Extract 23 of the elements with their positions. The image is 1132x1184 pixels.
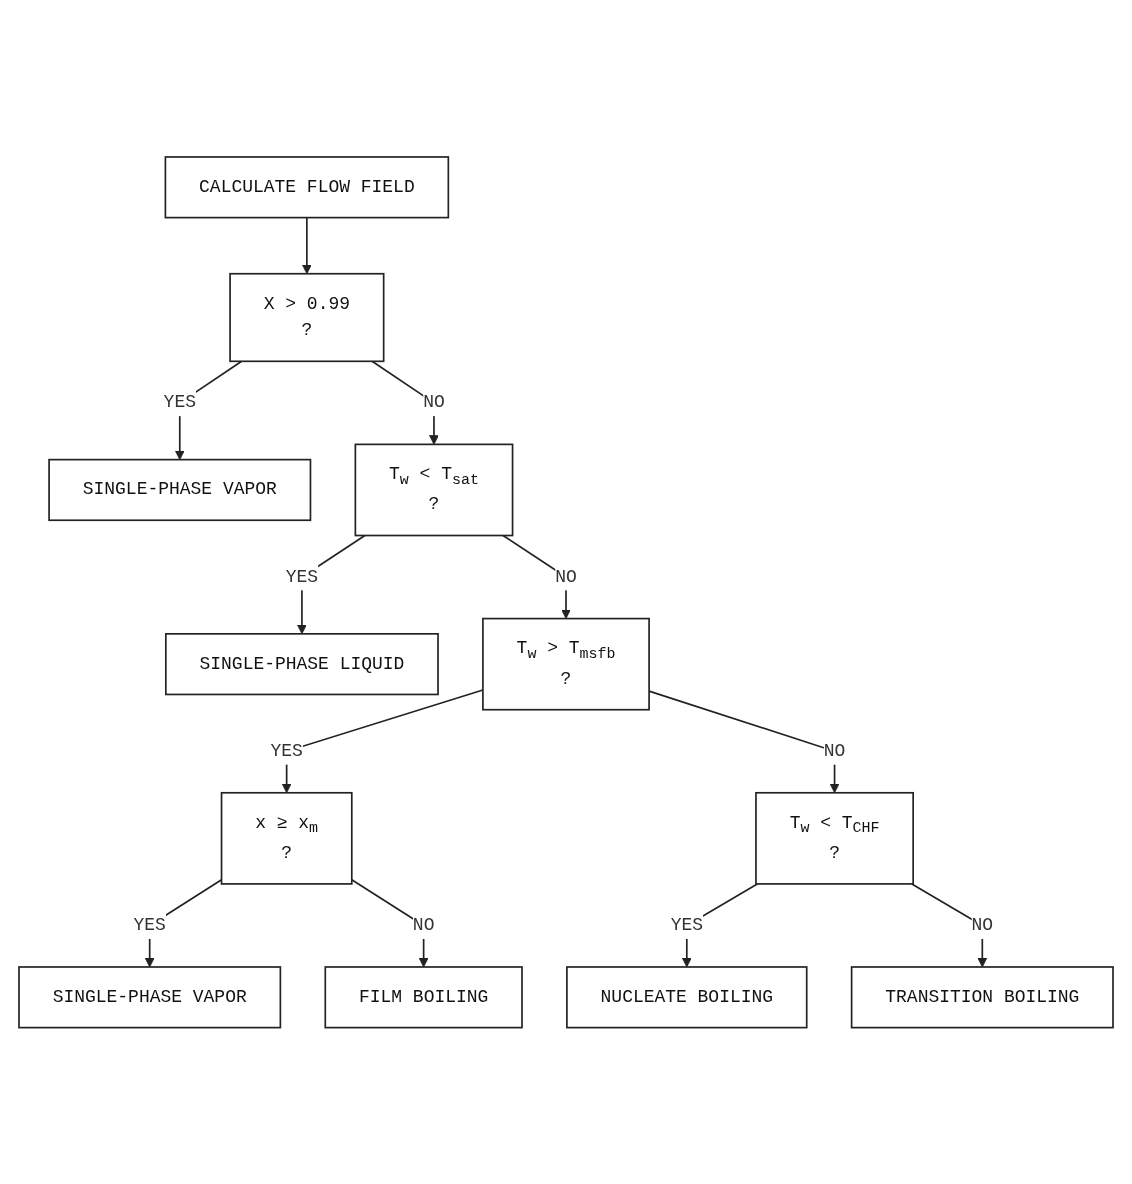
edge-label: NO xyxy=(412,915,435,936)
node-box: SINGLE-PHASE VAPOR xyxy=(18,965,282,1029)
node-box: T$_{w}$ < T$_{sat}$ ? xyxy=(354,443,514,537)
node-box: SINGLE-PHASE LIQUID xyxy=(165,632,439,695)
edge-label: NO xyxy=(555,566,577,587)
edge-label: YES xyxy=(670,915,703,936)
node-box: NUCLEATE BOILING xyxy=(566,965,808,1029)
edge-label: NO xyxy=(423,392,445,413)
node-box: X > 0.99 ? xyxy=(229,272,385,362)
node-box: TRANSITION BOILING xyxy=(850,965,1114,1029)
edge-label: YES xyxy=(270,740,303,762)
edge-label: YES xyxy=(133,915,166,936)
edge-label: YES xyxy=(163,392,196,413)
edge-label: NO xyxy=(971,915,994,936)
edge-label: NO xyxy=(823,740,846,762)
node-box: SINGLE-PHASE VAPOR xyxy=(48,458,312,521)
node-box: T$_{w}$ < T$_{CHF}$ ? xyxy=(755,791,914,885)
node-box: FILM BOILING xyxy=(324,965,523,1029)
node-box: T$_{w}$ > T$_{msfb}$ ? xyxy=(482,617,650,711)
edge-label: YES xyxy=(285,566,319,587)
node-box: CALCULATE FLOW FIELD xyxy=(164,155,450,219)
arrow xyxy=(301,216,312,274)
node-box: x ≥ x$_{m}$ ? xyxy=(220,791,353,885)
